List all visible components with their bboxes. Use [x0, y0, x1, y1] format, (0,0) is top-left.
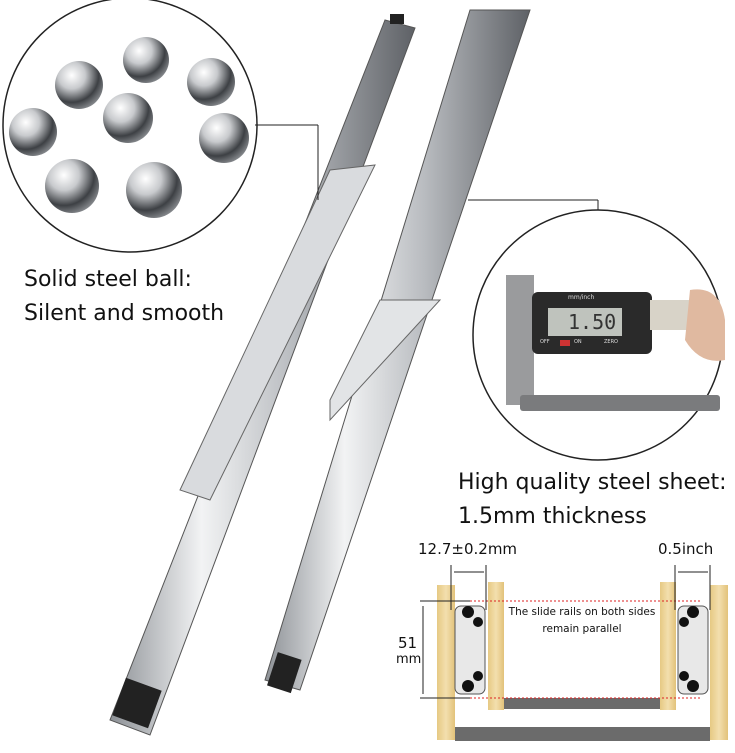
- ball-callout: Solid steel ball: Silent and smooth: [24, 265, 224, 329]
- left-width-label: 12.7±0.2mm: [418, 540, 518, 558]
- steel-ball-inset: [2, 0, 319, 253]
- caliper-off-label: OFF: [540, 339, 550, 345]
- right-width-label: 0.5inch: [658, 540, 714, 558]
- parallel-note-line1: The slide rails on both sides: [508, 606, 656, 618]
- sheet-callout-subtitle: 1.5mm thickness: [458, 504, 647, 529]
- ball-callout-subtitle: Silent and smooth: [24, 301, 225, 326]
- sheet-callout: High quality steel sheet: 1.5mm thicknes…: [458, 468, 727, 532]
- height-value: 51: [398, 634, 418, 652]
- height-unit: mm: [396, 652, 422, 667]
- parallel-note-line2: remain parallel: [542, 623, 622, 635]
- drawer-slide-right: [264, 9, 531, 694]
- drawer-slide-left: [109, 14, 416, 736]
- caliper-on-label: ON: [574, 339, 582, 345]
- caliper-zero-label: ZERO: [604, 339, 618, 345]
- caliper-reading: 1.50: [568, 310, 617, 334]
- sheet-callout-title: High quality steel sheet:: [458, 470, 727, 495]
- ball-callout-title: Solid steel ball:: [24, 267, 192, 292]
- cross-section-diagram: [420, 565, 728, 741]
- caliper-inset: [468, 199, 725, 461]
- caliper-units: mm/inch: [568, 294, 595, 301]
- parallel-note: The slide rails on both sides remain par…: [482, 604, 682, 638]
